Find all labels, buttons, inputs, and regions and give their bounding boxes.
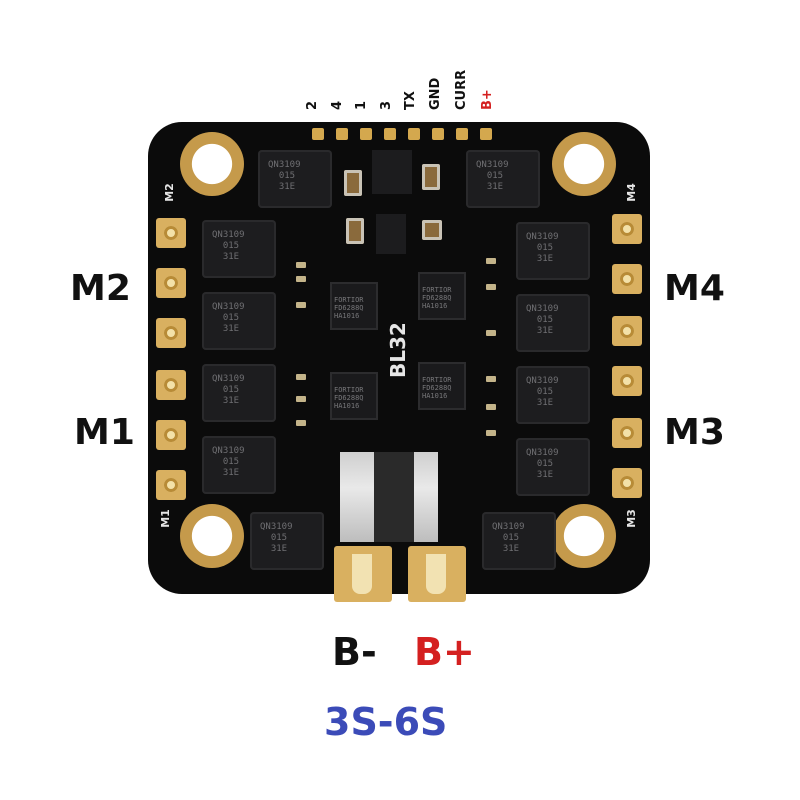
smd-part: [486, 404, 496, 410]
mosfet-chip: QN3109 015 31E: [202, 292, 276, 350]
silk-m4: M4: [624, 183, 638, 202]
mosfet-chip: QN3109 015 31E: [516, 366, 590, 424]
pin-label-4: 4: [330, 100, 345, 110]
smd-part: [486, 376, 496, 382]
mounting-hole-top-left: [180, 132, 244, 196]
pin-label-bplus: B+: [480, 89, 495, 110]
motor-pad: [156, 420, 186, 450]
smd-part: [486, 284, 496, 290]
mosfet-chip: QN3109 015 31E: [466, 150, 540, 208]
smd-part: [296, 276, 306, 282]
mosfet-chip: QN3109 015 31E: [482, 512, 556, 570]
driver-chip: FORTIOR FD6288Q HA1016: [418, 272, 466, 320]
signal-pad: [432, 128, 444, 140]
silk-m3: M3: [624, 509, 638, 528]
pin-label-gnd: GND: [428, 77, 443, 110]
smd-part: [296, 420, 306, 426]
smd-part: [296, 262, 306, 268]
pin-label-tx: TX: [403, 91, 418, 110]
signal-pad: [456, 128, 468, 140]
capacitor: [344, 170, 362, 196]
signal-pad: [384, 128, 396, 140]
mosfet-chip: QN3109 015 31E: [258, 150, 332, 208]
silk-m2: M2: [162, 183, 176, 202]
capacitor: [422, 164, 440, 190]
signal-pad: [336, 128, 348, 140]
pin-label-1: 1: [354, 100, 369, 110]
driver-chip: FORTIOR FD6288Q HA1016: [330, 372, 378, 420]
capacitor: [346, 218, 364, 244]
motor-label-m4: M4: [664, 268, 725, 309]
smd-part: [296, 374, 306, 380]
battery-negative-pad: [334, 546, 392, 602]
motor-label-m3: M3: [664, 412, 725, 453]
voltage-range-label: 3S-6S: [324, 700, 448, 744]
smd-part: [486, 330, 496, 336]
motor-label-m2: M2: [70, 268, 131, 309]
mounting-hole-bottom-left: [180, 504, 244, 568]
driver-chip: FORTIOR FD6288Q HA1016: [330, 282, 378, 330]
smd-part: [296, 302, 306, 308]
signal-pad: [480, 128, 492, 140]
motor-pad: [156, 318, 186, 348]
mosfet-chip: QN3109 015 31E: [516, 294, 590, 352]
signal-pad: [408, 128, 420, 140]
mounting-hole-bottom-right: [552, 504, 616, 568]
pin-label-curr: CURR: [454, 69, 469, 110]
silk-bl32: BL32: [386, 322, 410, 378]
motor-pad: [612, 468, 642, 498]
capacitor: [422, 220, 442, 240]
battery-positive-label: B+: [414, 630, 475, 674]
mosfet-chip: QN3109 015 31E: [516, 222, 590, 280]
signal-pad: [360, 128, 372, 140]
pin-label-3: 3: [379, 100, 394, 110]
battery-negative-label: B-: [332, 630, 377, 674]
smd-part: [296, 396, 306, 402]
smd-part: [486, 258, 496, 264]
battery-positive-pad: [408, 546, 466, 602]
motor-label-m1: M1: [74, 412, 135, 453]
motor-pad: [612, 316, 642, 346]
mounting-hole-top-right: [552, 132, 616, 196]
mosfet-chip: QN3109 015 31E: [202, 364, 276, 422]
motor-pad: [156, 370, 186, 400]
motor-pad: [156, 218, 186, 248]
driver-chip: FORTIOR FD6288Q HA1016: [418, 362, 466, 410]
motor-pad: [156, 470, 186, 500]
smd-part: [486, 430, 496, 436]
shunt-core: [374, 452, 414, 542]
regulator-chip: [376, 214, 406, 254]
motor-pad: [156, 268, 186, 298]
mosfet-chip: QN3109 015 31E: [516, 438, 590, 496]
mosfet-chip: QN3109 015 31E: [202, 220, 276, 278]
mosfet-chip: QN3109 015 31E: [250, 512, 324, 570]
signal-pad: [312, 128, 324, 140]
motor-pad: [612, 418, 642, 448]
regulator-chip: [372, 150, 412, 194]
motor-pad: [612, 264, 642, 294]
mosfet-chip: QN3109 015 31E: [202, 436, 276, 494]
silk-m1: M1: [158, 509, 172, 528]
pin-label-2: 2: [305, 100, 320, 110]
motor-pad: [612, 214, 642, 244]
motor-pad: [612, 366, 642, 396]
